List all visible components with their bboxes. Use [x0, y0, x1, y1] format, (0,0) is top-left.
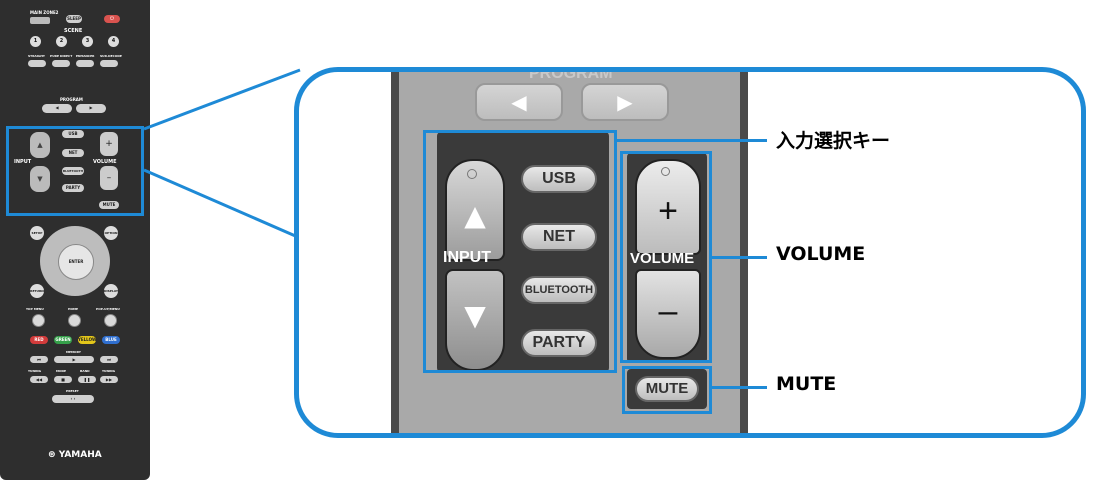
tuning-label-left: TUNING	[28, 369, 42, 373]
skip-back-button[interactable]: ⏮	[30, 356, 48, 363]
tuning-down-button[interactable]: ◀◀	[30, 376, 48, 383]
zoom-program-left-button[interactable]: ◀	[475, 83, 563, 121]
highlight-box-small	[6, 126, 144, 216]
input-down-button[interactable]: ▼	[30, 166, 50, 192]
mute-highlight-box	[622, 366, 712, 414]
remote-control-overview: MAIN ZONE2 SLEEP ⏻ SCENE 1 2 3 4 STRAIGH…	[0, 0, 150, 480]
input-highlight-box	[423, 130, 617, 373]
blue-button[interactable]: BLUE	[102, 336, 120, 344]
power-icon[interactable]: ⏻	[104, 15, 120, 23]
top-menu-label: TOP MENU	[26, 307, 44, 311]
scene-button-3[interactable]: 3	[82, 36, 93, 47]
program-label: PROGRAM	[60, 97, 83, 102]
volume-up-button[interactable]: +	[100, 132, 118, 156]
zoom-bluetooth-button[interactable]: BLUETOOTH	[521, 276, 597, 304]
scene-button-4[interactable]: 4	[108, 36, 119, 47]
input-up-button[interactable]: ▲	[30, 132, 50, 158]
zoom-net-button[interactable]: NET	[521, 223, 597, 251]
program-right-button[interactable]: ▶	[76, 104, 106, 113]
zone-label: MAIN ZONE2	[30, 10, 59, 15]
zoom-program-right-button[interactable]: ▶	[581, 83, 669, 121]
input-label: INPUT	[14, 159, 32, 165]
return-button[interactable]: RETURN	[30, 284, 44, 298]
tuning-label-right: TUNING	[102, 369, 116, 373]
scene-label: SCENE	[64, 28, 83, 34]
volume-callout: VOLUME	[776, 243, 866, 265]
volume-label: VOLUME	[93, 159, 117, 165]
yamaha-logo: ⊛ YAMAHA	[48, 450, 102, 460]
memory-label: MEMORY	[66, 350, 81, 354]
setup-button[interactable]: SETUP	[30, 226, 44, 240]
yellow-button[interactable]: YELLOW	[78, 336, 97, 344]
mode-label-sur-decode: SUR.DECODE	[100, 54, 122, 58]
input-callout-line	[617, 139, 767, 142]
preset-label: PRESET	[66, 389, 79, 393]
zone-switch[interactable]	[30, 17, 50, 24]
mode-label-pure-direct: PURE DIRECT	[50, 54, 73, 58]
volume-down-button[interactable]: –	[100, 166, 118, 190]
program-left-button[interactable]: ◀	[42, 104, 72, 113]
popup-menu-label: POP-UP/MENU	[96, 307, 120, 311]
bluetooth-button[interactable]: BLUETOOTH	[62, 167, 84, 175]
skip-forward-button[interactable]: ⏭	[100, 356, 118, 363]
band-label: BAND	[80, 369, 90, 373]
stop-button[interactable]: ■	[54, 376, 72, 383]
volume-indicator-icon	[661, 167, 670, 176]
mode-label: MODE	[56, 369, 67, 373]
sleep-button[interactable]: SLEEP	[66, 15, 82, 23]
zoom-mute-button[interactable]: MUTE	[635, 376, 699, 402]
tuning-up-button[interactable]: ▶▶	[100, 376, 118, 383]
input-indicator-icon	[467, 169, 477, 179]
green-button[interactable]: GREEN	[54, 336, 72, 344]
zoom-volume-label: VOLUME	[630, 250, 695, 267]
home-label: HOME	[68, 307, 79, 311]
volume-callout-line	[712, 256, 767, 259]
top-menu-button[interactable]	[32, 314, 45, 327]
sur-decode-button[interactable]	[100, 60, 118, 67]
enter-button[interactable]: ENTER	[58, 244, 94, 280]
brand-text: YAMAHA	[58, 450, 102, 460]
enhancer-button[interactable]	[76, 60, 94, 67]
straight-button[interactable]	[28, 60, 46, 67]
pure-direct-button[interactable]	[52, 60, 70, 67]
zoom-input-down-button[interactable]: ▼	[445, 269, 505, 371]
zoom-party-button[interactable]: PARTY	[521, 329, 597, 357]
zoom-usb-button[interactable]: USB	[521, 165, 597, 193]
usb-button[interactable]: USB	[62, 130, 84, 138]
net-button[interactable]: NET	[62, 149, 84, 157]
popup-menu-button[interactable]	[104, 314, 117, 327]
play-button[interactable]: ▶	[54, 356, 94, 363]
mute-callout-line	[712, 386, 767, 389]
zoom-volume-down-button[interactable]: –	[635, 269, 701, 359]
mute-callout: MUTE	[776, 373, 837, 395]
red-button[interactable]: RED	[30, 336, 48, 344]
pause-button[interactable]: ❚❚	[78, 376, 96, 383]
mode-label-straight: STRAIGHT	[28, 54, 45, 58]
option-button[interactable]: OPTION	[104, 226, 118, 240]
zoom-input-label: INPUT	[443, 249, 491, 266]
party-button[interactable]: PARTY	[62, 184, 84, 192]
scene-button-1[interactable]: 1	[30, 36, 41, 47]
home-button[interactable]	[68, 314, 81, 327]
scene-button-2[interactable]: 2	[56, 36, 67, 47]
preset-buttons[interactable]: ‹ ›	[52, 395, 94, 403]
input-select-callout: 入力選択キー	[776, 130, 891, 152]
display-button[interactable]: DISPLAY	[104, 284, 118, 298]
zoom-program-label: PROGRAM	[529, 67, 613, 82]
mode-label-enhancer: ENHANCER	[76, 54, 95, 58]
volume-highlight-box	[620, 151, 712, 363]
mute-button[interactable]: MUTE	[99, 201, 119, 209]
